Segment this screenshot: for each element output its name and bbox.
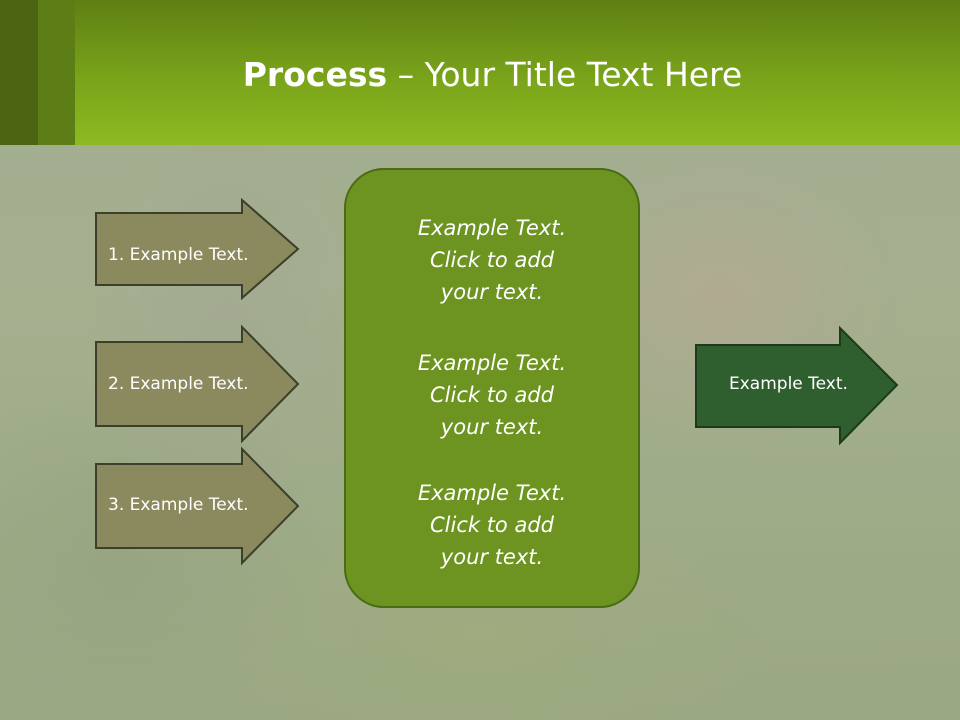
process-text-line: Example Text.: [417, 216, 567, 240]
process-text-line: Click to add: [429, 513, 554, 537]
process-text-line: your text.: [440, 280, 544, 304]
header-accent-strip: [38, 0, 75, 145]
title-rest: – Your Title Text Here: [387, 55, 743, 94]
process-text-line: your text.: [440, 545, 544, 569]
process-text-line: your text.: [440, 415, 544, 439]
process-text-block-2[interactable]: Example Text. Click to add your text.: [344, 347, 640, 443]
process-text-block-3[interactable]: Example Text. Click to add your text.: [344, 477, 640, 573]
output-arrow[interactable]: [695, 325, 900, 446]
input-arrow-1-label: 1. Example Text.: [108, 245, 249, 265]
header-accent-strip: [0, 0, 38, 145]
input-arrow-2[interactable]: [95, 324, 300, 450]
output-arrow-label: Example Text.: [729, 374, 848, 394]
title-bold: Process: [242, 55, 388, 94]
input-arrow-2-label: 2. Example Text.: [108, 374, 249, 394]
title-bar: [0, 0, 960, 145]
slide-title[interactable]: Process – Your Title Text Here: [75, 52, 910, 98]
process-text-line: Example Text.: [417, 481, 567, 505]
process-text-line: Click to add: [429, 383, 554, 407]
process-text-line: Click to add: [429, 248, 554, 272]
process-text-block-1[interactable]: Example Text. Click to add your text.: [344, 212, 640, 308]
process-text-line: Example Text.: [417, 351, 567, 375]
process-box[interactable]: [344, 168, 640, 608]
input-arrow-3-label: 3. Example Text.: [108, 495, 249, 515]
input-arrow-3[interactable]: [95, 446, 300, 566]
input-arrow-1[interactable]: [95, 197, 300, 301]
